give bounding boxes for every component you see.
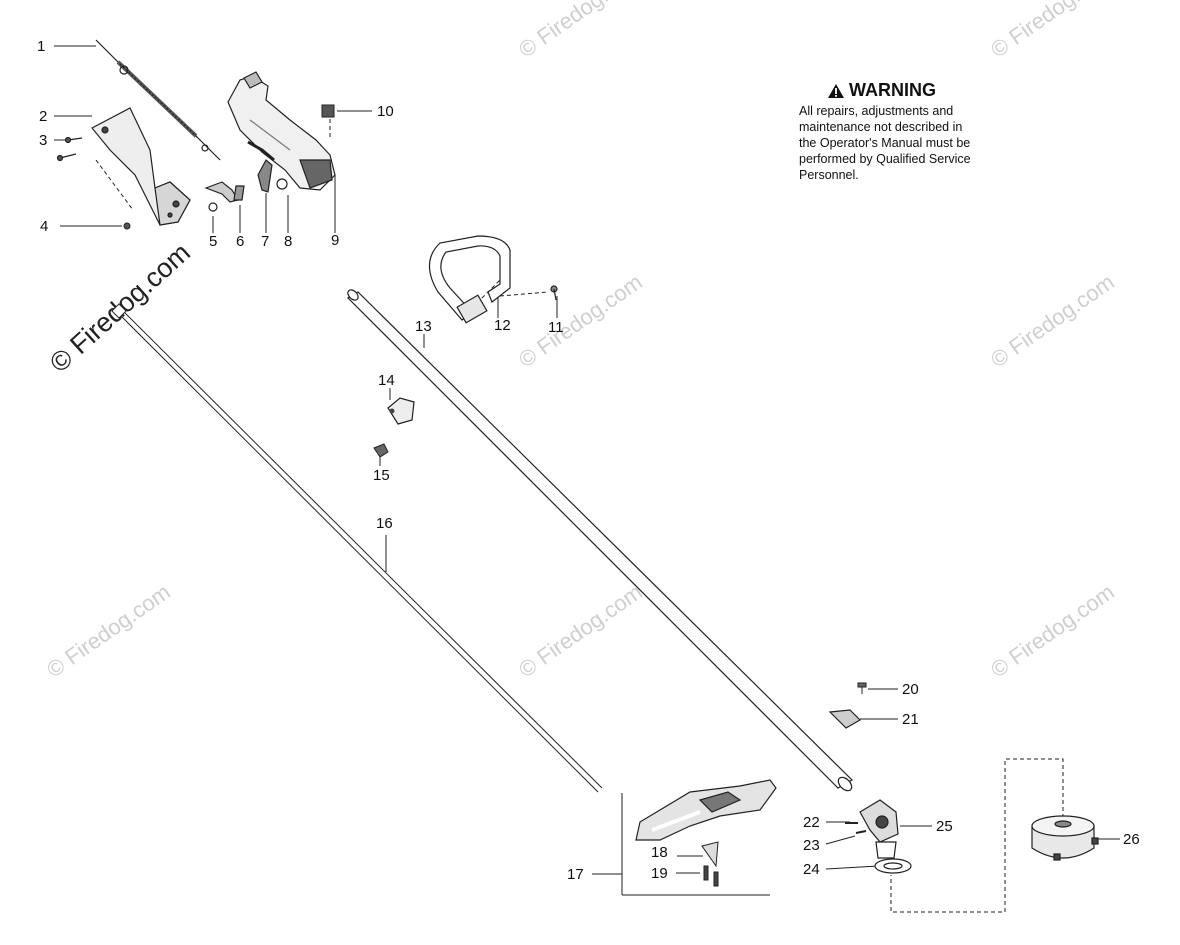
callout-part-18: 18 xyxy=(651,844,668,861)
callout-part-7: 7 xyxy=(261,233,270,250)
warning-notice: WARNING All repairs, adjustments and mai… xyxy=(799,80,1029,183)
callout-part-5: 5 xyxy=(209,233,218,250)
callout-part-2: 2 xyxy=(39,108,48,125)
callout-part-15: 15 xyxy=(373,467,390,484)
callout-part-3: 3 xyxy=(39,132,48,149)
callout-part-9: 9 xyxy=(331,232,340,249)
callout-part-17: 17 xyxy=(567,866,584,883)
callout-part-8: 8 xyxy=(284,233,293,250)
warning-line: performed by Qualified Service xyxy=(799,152,971,166)
warning-triangle-icon xyxy=(828,83,844,98)
callout-part-1: 1 xyxy=(37,38,46,55)
callout-part-10: 10 xyxy=(377,103,394,120)
callout-part-26: 26 xyxy=(1123,831,1140,848)
warning-title-text: WARNING xyxy=(849,80,936,100)
callout-part-12: 12 xyxy=(494,317,511,334)
warning-line: Personnel. xyxy=(799,168,859,182)
callout-part-21: 21 xyxy=(902,711,919,728)
callout-part-23: 23 xyxy=(803,837,820,854)
callout-part-13: 13 xyxy=(415,318,432,335)
warning-line: maintenance not described in xyxy=(799,120,963,134)
warning-title: WARNING xyxy=(799,80,1029,101)
callout-part-24: 24 xyxy=(803,861,820,878)
warning-body: All repairs, adjustments and maintenance… xyxy=(799,103,1029,183)
callout-part-19: 19 xyxy=(651,865,668,882)
warning-line: the Operator's Manual must be xyxy=(799,136,971,150)
callout-part-14: 14 xyxy=(378,372,395,389)
callout-part-25: 25 xyxy=(936,818,953,835)
callout-part-20: 20 xyxy=(902,681,919,698)
callout-part-16: 16 xyxy=(376,515,393,532)
callout-part-4: 4 xyxy=(40,218,49,235)
callout-part-11: 11 xyxy=(548,319,564,336)
warning-line: All repairs, adjustments and xyxy=(799,104,954,118)
callout-part-6: 6 xyxy=(236,233,245,250)
callout-part-22: 22 xyxy=(803,814,820,831)
